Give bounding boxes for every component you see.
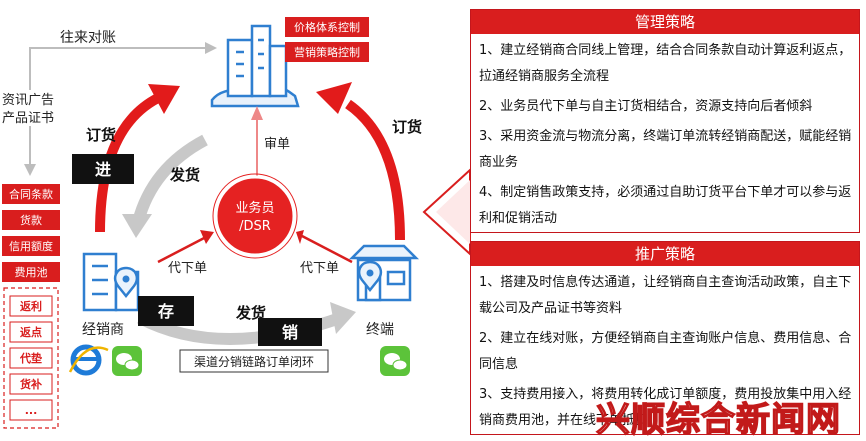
subitem-advance: 代垫 [19, 351, 42, 365]
management-item: 3、采用资金流与物流分离，终端订单流转经销商配送，赋能经销商业务 [479, 129, 852, 170]
price-control-tag: 价格体系控制 [285, 17, 369, 37]
wechat-icon-dealer [112, 346, 142, 376]
order-label-left: 订货 [86, 126, 116, 144]
info-label-line1: 资讯广告 [2, 93, 54, 108]
left-tag-credit-label: 信用额度 [9, 239, 53, 253]
management-strategy-title: 管理策略 [471, 10, 859, 34]
ship-label-top: 发货 [169, 166, 200, 184]
promotion-item: 2、建立在线对账，方便经销商自主查询账户信息、费用信息、合同信息 [479, 331, 852, 372]
reconciliation-label: 往来对账 [60, 30, 116, 46]
management-item: 2、业务员代下单与自主订货相结合，资源支持向后者倾斜 [479, 99, 813, 114]
loop-caption-label: 渠道分销链路订单闭环 [194, 354, 314, 369]
subitem-rebate: 返利 [20, 299, 42, 313]
dealer-label: 经销商 [82, 322, 124, 338]
order-arc-right [316, 82, 405, 241]
ship-arc-top [122, 134, 208, 238]
left-tag-payment-label: 货款 [20, 213, 42, 227]
proxy-order-right-label: 代下单 [300, 261, 339, 276]
proxy-order-left-arrow [157, 230, 214, 264]
xiao-label: 销 [282, 323, 298, 342]
panel-pointer [422, 167, 471, 257]
left-tag-expense-pool: 费用池 [2, 262, 60, 282]
proxy-order-right-arrow [296, 230, 353, 264]
cun-label: 存 [158, 302, 174, 321]
jin-label: 进 [95, 160, 111, 179]
reconciliation-connector [29, 42, 217, 90]
jin-badge: 进 [72, 154, 134, 184]
dealer-building-icon [82, 252, 140, 312]
management-strategy-panel: 管理策略 1、建立经销商合同线上管理，结合合同条款自动计算返利返点，拉通经销商服… [470, 9, 860, 233]
sales-rep-label-line1: 业务员 [235, 200, 274, 216]
promotion-item: 3、支持费用接入，将费用转化成订单额度，费用投放集中用入经销商费用池，并在线下单… [479, 387, 852, 428]
marketing-control-label: 营销策略控制 [294, 45, 360, 59]
left-tag-contract: 合同条款 [2, 184, 60, 204]
sales-rep-node: 业务员 /DSR [212, 173, 298, 259]
terminal-label: 终端 [366, 322, 394, 338]
ship-label-bottom: 发货 [235, 304, 266, 322]
expense-subitems: 返利 返点 代垫 货补 ... [3, 287, 59, 429]
site-watermark: 兴顺综合新闻网 [595, 399, 841, 440]
order-label-right: 订货 [392, 118, 422, 136]
promotion-strategy-panel: 推广策略 1、搭建及时信息传达通道，让经销商自主查询活动政策，自主下载公司及产品… [470, 241, 860, 435]
info-connector [24, 126, 36, 176]
order-arc-left [95, 84, 180, 233]
marketing-control-tag: 营销策略控制 [285, 42, 369, 62]
review-label: 审单 [264, 137, 290, 152]
wechat-icon-terminal [380, 346, 410, 376]
management-item: 1、建立经销商合同线上管理，结合合同条款自动计算返利返点，拉通经销商服务全流程 [479, 43, 852, 84]
left-tag-expense-pool-label: 费用池 [15, 266, 48, 279]
terminal-store-icon [348, 244, 420, 302]
xiao-badge: 销 [258, 318, 322, 346]
subitem-points: 返点 [20, 325, 42, 339]
left-tag-contract-label: 合同条款 [9, 187, 53, 201]
info-label-line2: 产品证书 [2, 111, 54, 126]
loop-caption-box: 渠道分销链路订单闭环 [179, 349, 329, 373]
subitem-more: ... [25, 404, 38, 417]
cun-badge: 存 [138, 296, 194, 326]
headquarters-building-icon [210, 24, 300, 108]
price-control-label: 价格体系控制 [294, 20, 360, 34]
left-tag-credit: 信用额度 [2, 236, 60, 256]
sales-rep-label-line2: /DSR [239, 219, 271, 234]
promotion-item: 1、搭建及时信息传达通道，让经销商自主查询活动政策，自主下载公司及产品证书等资料 [479, 275, 852, 316]
promotion-strategy-title: 推广策略 [471, 242, 859, 266]
browser-icon [68, 344, 109, 376]
management-item: 4、制定销售政策支持，必须通过自助订货平台下单才可以参与返利和促销活动 [479, 185, 852, 226]
left-tag-payment: 货款 [2, 210, 60, 230]
subitem-goods-supplement: 货补 [19, 377, 42, 391]
proxy-order-left-label: 代下单 [168, 261, 207, 276]
